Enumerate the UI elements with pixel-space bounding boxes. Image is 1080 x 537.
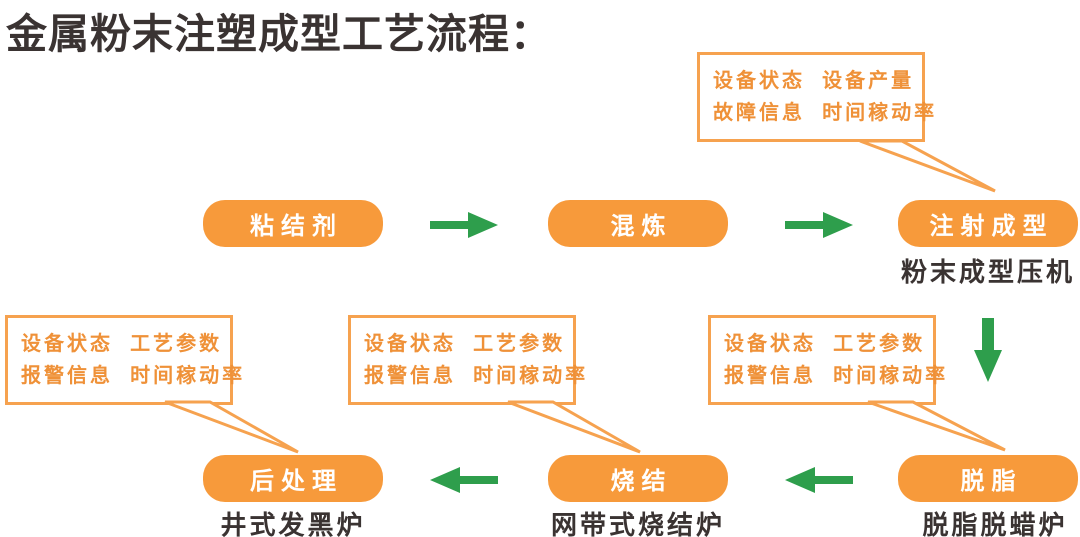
- callout-debinding-metrics: 设备状态 工艺参数 报警信息 时间稼动率: [708, 315, 949, 405]
- arrow-right-icon: [430, 212, 498, 238]
- arrow-down-icon: [974, 318, 1002, 382]
- callout-line: 报警信息 时间稼动率: [364, 365, 589, 387]
- callout-line: 报警信息 时间稼动率: [21, 365, 246, 387]
- node-post-processing: 后处理: [203, 455, 383, 502]
- callout-tail-icon: [859, 139, 996, 193]
- callout-tail-icon: [164, 400, 299, 454]
- diagram-title: 金属粉末注塑成型工艺流程：: [6, 11, 552, 57]
- callout-line: 报警信息 时间稼动率: [724, 365, 949, 387]
- callout-line: 故障信息 时间稼动率: [713, 102, 938, 124]
- node-sintering: 烧结: [548, 455, 728, 502]
- arrow-right-icon: [785, 212, 853, 238]
- node-binder: 粘结剂: [203, 200, 383, 247]
- callout-tail-icon: [507, 400, 641, 454]
- callout-line: 设备状态 工艺参数: [21, 333, 223, 355]
- callout-injection-metrics: 设备状态 设备产量 故障信息 时间稼动率: [697, 52, 938, 142]
- node-injection-molding: 注射成型: [898, 200, 1078, 247]
- callout-sintering-metrics: 设备状态 工艺参数 报警信息 时间稼动率: [348, 315, 589, 405]
- machine-label-debinding: 脱脂脱蜡炉: [922, 510, 1068, 537]
- callout-tail-icon: [867, 400, 1006, 452]
- callout-line: 设备状态 设备产量: [713, 70, 915, 92]
- machine-label-sintering: 网带式烧结炉: [550, 510, 725, 537]
- callout-line: 设备状态 工艺参数: [364, 333, 566, 355]
- node-mixing: 混炼: [548, 200, 728, 247]
- callout-postprocess-metrics: 设备状态 工艺参数 报警信息 时间稼动率: [5, 315, 246, 405]
- machine-label-injection: 粉末成型压机: [900, 257, 1075, 287]
- arrow-left-icon: [785, 467, 853, 493]
- arrow-left-icon: [430, 467, 498, 493]
- node-debinding: 脱脂: [898, 455, 1078, 502]
- machine-label-post-processing: 井式发黑炉: [220, 510, 366, 537]
- callout-line: 设备状态 工艺参数: [724, 333, 926, 355]
